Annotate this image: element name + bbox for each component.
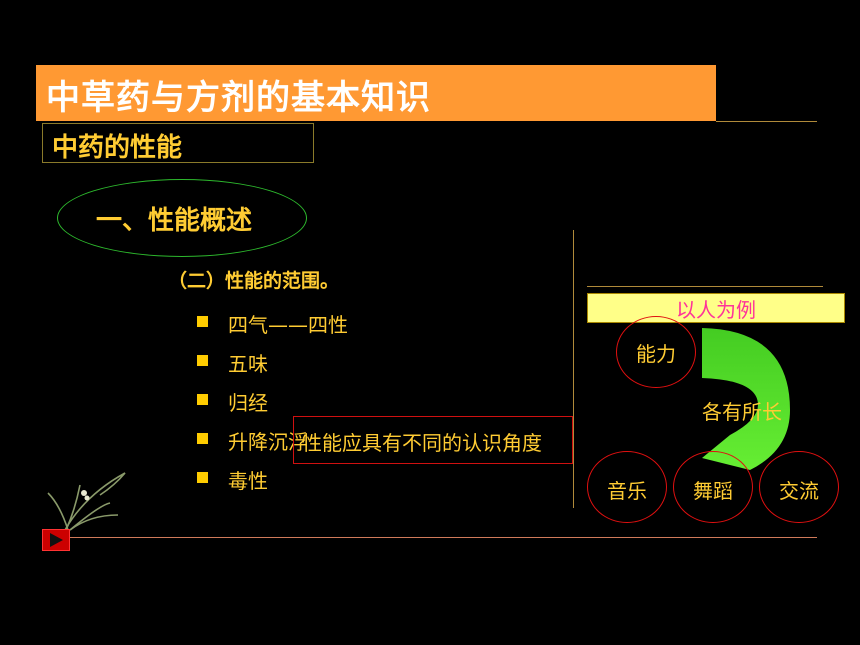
ability-label: 能力 bbox=[636, 342, 676, 366]
play-icon bbox=[50, 533, 63, 547]
note-text: 性能应具有不同的认识角度 bbox=[302, 431, 542, 455]
skill-label: 音乐 bbox=[607, 479, 647, 503]
list-item: 四气——四性 bbox=[228, 313, 348, 337]
slide-title: 中草药与方剂的基本知识 bbox=[46, 78, 431, 118]
overview-ellipse bbox=[57, 179, 307, 257]
orchid-plant-icon bbox=[47, 472, 126, 531]
subtitle-box bbox=[42, 123, 314, 163]
example-divider bbox=[587, 286, 823, 287]
next-slide-button[interactable] bbox=[42, 529, 70, 551]
bullet-marker bbox=[197, 355, 208, 366]
ability-circle bbox=[616, 316, 696, 388]
slide-subtitle: 中药的性能 bbox=[52, 133, 183, 163]
bullet-marker bbox=[197, 316, 208, 327]
list-item: 五味 bbox=[228, 352, 268, 376]
title-bar bbox=[36, 65, 716, 121]
bullet-marker bbox=[197, 433, 208, 444]
note-box bbox=[293, 416, 573, 464]
example-header: 以人为例 bbox=[676, 298, 756, 322]
example-header-box bbox=[587, 293, 845, 323]
skill-circle-music bbox=[587, 451, 667, 523]
strengths-label: 各有所长 bbox=[702, 400, 782, 424]
skill-circle-dance bbox=[673, 451, 753, 523]
bullet-marker bbox=[197, 472, 208, 483]
footer-line bbox=[70, 537, 817, 538]
list-item: 毒性 bbox=[228, 469, 268, 493]
title-underline bbox=[716, 121, 817, 122]
skill-label: 舞蹈 bbox=[693, 479, 733, 503]
overview-heading: 一、性能概述 bbox=[96, 206, 253, 236]
bullet-marker bbox=[197, 394, 208, 405]
list-item: 升降沉浮 bbox=[228, 430, 308, 454]
vertical-divider bbox=[573, 230, 574, 508]
scope-heading: （二）性能的范围。 bbox=[168, 270, 340, 292]
list-item: 归经 bbox=[228, 391, 268, 415]
skill-circle-communication bbox=[759, 451, 839, 523]
curved-arrow-icon bbox=[702, 328, 790, 470]
skill-label: 交流 bbox=[779, 479, 819, 503]
